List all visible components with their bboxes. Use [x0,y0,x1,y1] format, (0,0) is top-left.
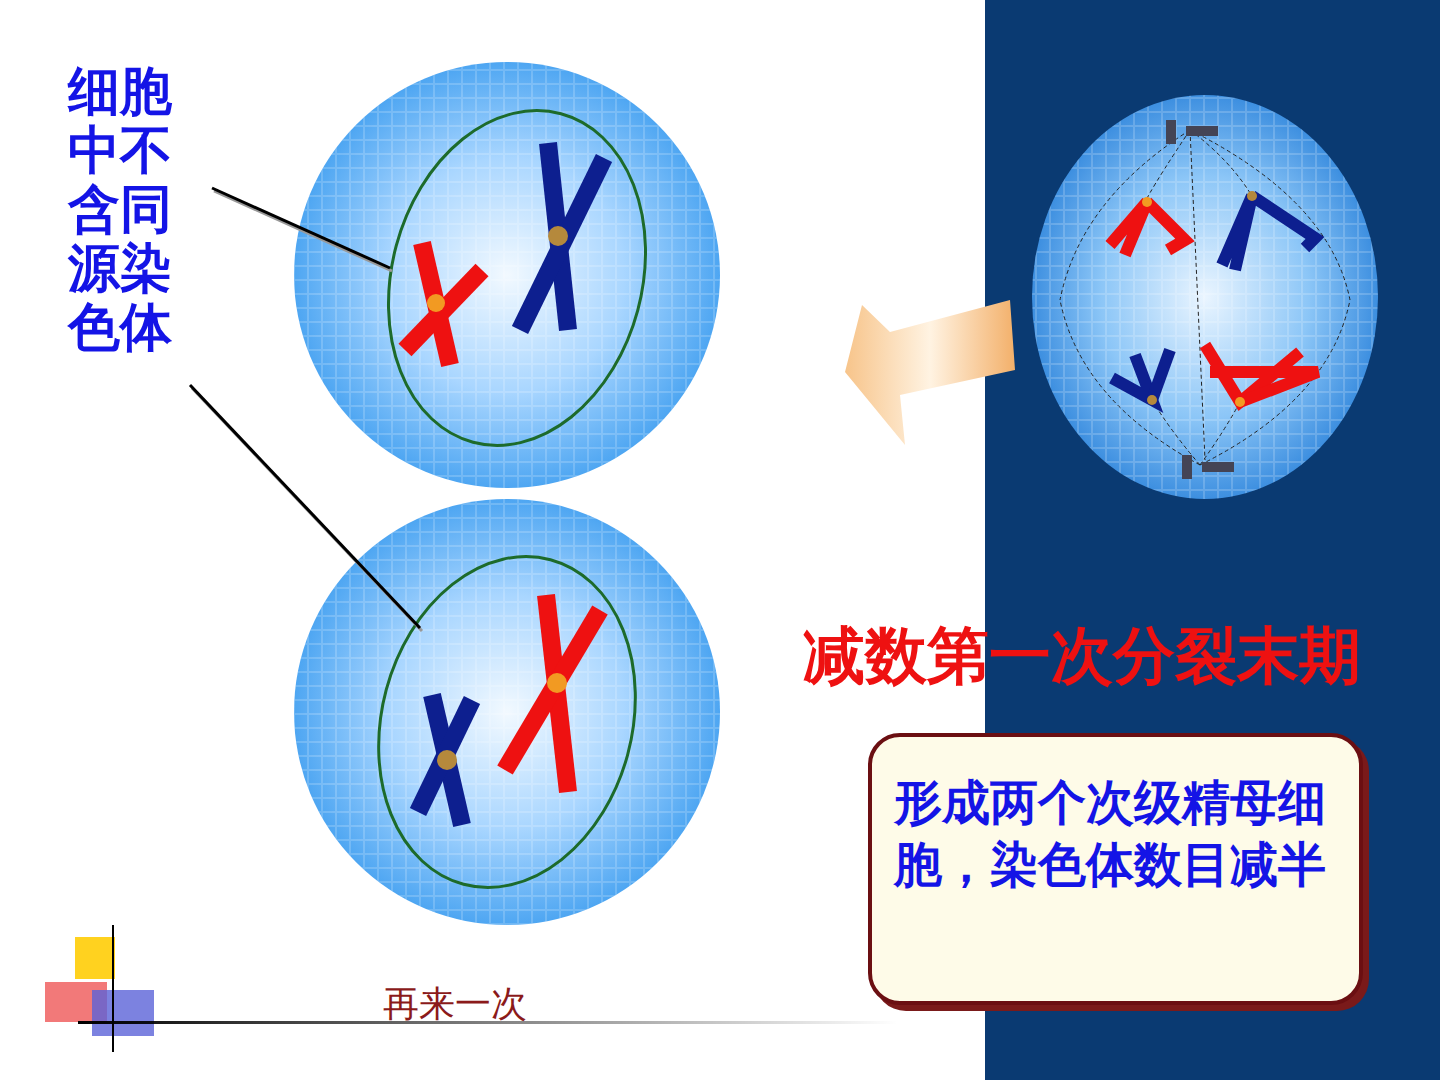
decoration [45,925,898,1052]
process-arrow [845,300,1015,445]
note-box: 形成两个次级精母细胞，染色体数目减半 [868,733,1363,1005]
callout-label: 细胞中不含同源染色体 [68,62,172,357]
daughter-cell-top [294,62,720,488]
leader-line [190,188,422,631]
note-text: 形成两个次级精母细胞，染色体数目减半 [894,771,1339,895]
link-text: 再来一次 [383,982,527,1026]
stage-title: 减数第一次分裂末期 [803,618,1361,694]
dividing-cell [1032,95,1378,499]
